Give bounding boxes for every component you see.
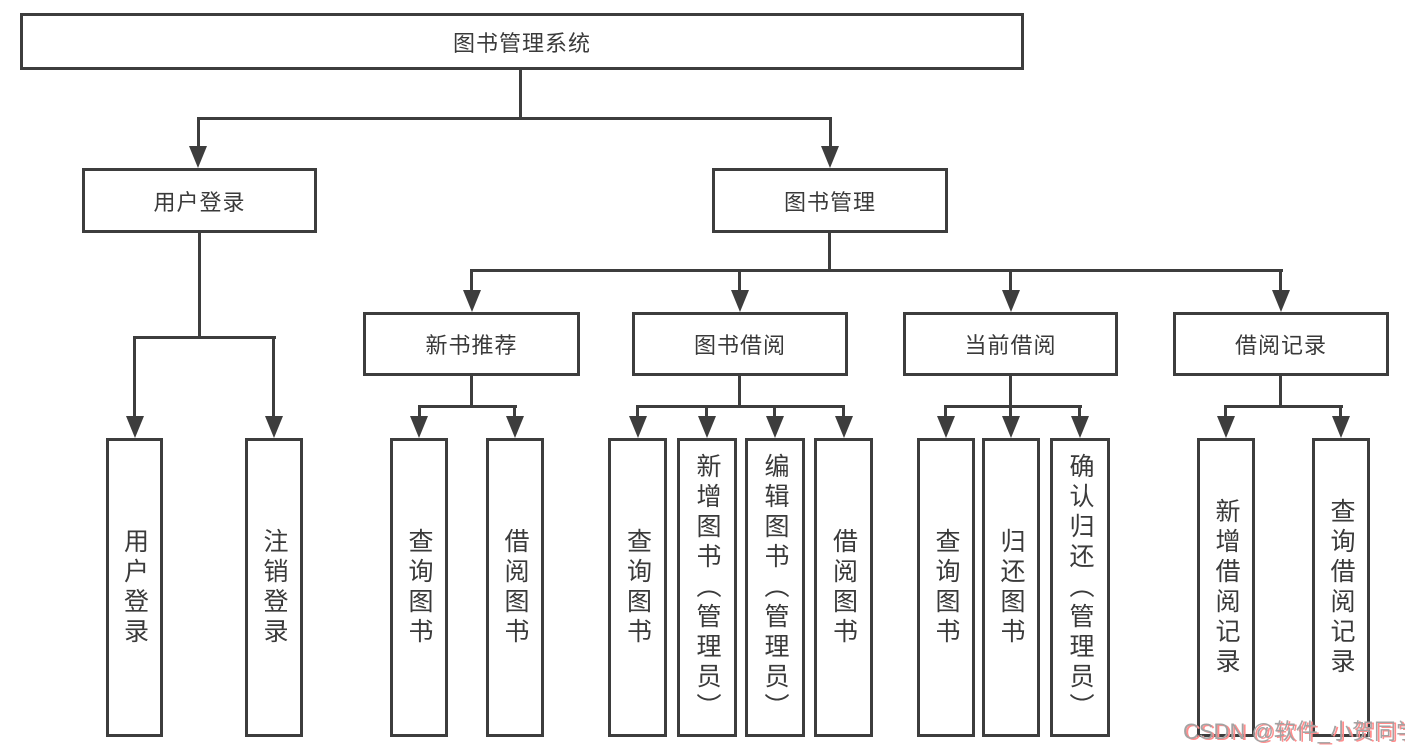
leaf-user-login: 用户登录 (106, 438, 163, 737)
connector (470, 269, 1283, 272)
node-current-borrow: 当前借阅 (903, 312, 1118, 376)
leaf-query-borrow-record-label: 查询借阅记录 (1327, 497, 1355, 678)
connector (1279, 269, 1282, 292)
arrowhead (410, 416, 428, 438)
arrowhead (1332, 416, 1350, 438)
connector (133, 336, 136, 418)
leaf-query-books-borrow-label: 查询图书 (623, 527, 652, 648)
connector (773, 405, 776, 420)
node-borrow-records: 借阅记录 (1173, 312, 1389, 376)
arrowhead (821, 146, 839, 168)
leaf-query-books-recommend: 查询图书 (390, 438, 448, 737)
connector (418, 405, 421, 420)
leaf-confirm-return-admin-label: 确认归还（管理员） (1066, 452, 1094, 723)
arrowhead (731, 290, 749, 312)
connector (945, 405, 1082, 408)
connector (513, 405, 516, 420)
connector (197, 117, 832, 120)
connector (1009, 405, 1012, 420)
arrowhead (1002, 290, 1020, 312)
leaf-query-borrow-record: 查询借阅记录 (1312, 438, 1370, 737)
leaf-edit-book-admin: 编辑图书（管理员） (745, 438, 805, 737)
connector (519, 68, 522, 120)
leaf-query-books-current: 查询图书 (917, 438, 975, 737)
leaf-logout-login: 注销登录 (245, 438, 303, 737)
connector (198, 233, 201, 339)
node-new-book-recommend-label: 新书推荐 (425, 333, 518, 358)
connector (1279, 376, 1282, 408)
connector (470, 376, 473, 408)
leaf-return-books: 归还图书 (982, 438, 1040, 737)
connector (1078, 405, 1081, 420)
node-user-login: 用户登录 (82, 168, 317, 233)
arrowhead (698, 416, 716, 438)
node-book-management-label: 图书管理 (783, 189, 876, 215)
leaf-return-books-label: 归还图书 (997, 527, 1025, 648)
connector (636, 405, 845, 408)
leaf-query-books-recommend-label: 查询图书 (405, 527, 433, 648)
arrowhead (126, 416, 144, 438)
leaf-borrow-books-borrow: 借阅图书 (814, 438, 873, 737)
leaf-add-book-admin-label: 新增图书（管理员） (693, 452, 721, 723)
arrowhead (937, 416, 955, 438)
leaf-query-books-borrow: 查询图书 (608, 438, 667, 737)
connector (418, 405, 517, 408)
leaf-borrow-books-recommend: 借阅图书 (486, 438, 544, 737)
node-book-borrow-label: 图书借阅 (693, 333, 786, 358)
arrowhead (463, 290, 481, 312)
connector (197, 117, 200, 150)
arrowhead (506, 416, 524, 438)
connector (1009, 269, 1012, 292)
leaf-query-books-current-label: 查询图书 (932, 527, 960, 648)
csdn-watermark: CSDN @软件_小贺同学 (1183, 719, 1405, 744)
connector (1225, 405, 1343, 408)
node-borrow-records-label: 借阅记录 (1234, 333, 1327, 358)
node-book-management: 图书管理 (712, 168, 948, 233)
arrowhead (265, 416, 283, 438)
leaf-edit-book-admin-label: 编辑图书（管理员） (761, 452, 789, 723)
leaf-logout-login-label: 注销登录 (260, 527, 288, 648)
arrowhead (1071, 416, 1089, 438)
node-book-borrow: 图书借阅 (632, 312, 848, 376)
connector (1339, 405, 1342, 420)
leaf-confirm-return-admin: 确认归还（管理员） (1050, 438, 1110, 737)
connector (738, 376, 741, 408)
arrowhead (1002, 416, 1020, 438)
connector (829, 117, 832, 150)
connector (636, 405, 639, 420)
arrowhead (835, 416, 853, 438)
connector (272, 336, 275, 418)
connector (842, 405, 845, 420)
connector (705, 405, 708, 420)
connector (944, 405, 947, 420)
leaf-user-login-label: 用户登录 (120, 527, 149, 648)
node-root-label: 图书管理系统 (452, 30, 591, 56)
connector (738, 269, 741, 292)
connector (828, 233, 831, 272)
leaf-borrow-books-recommend-label: 借阅图书 (501, 527, 529, 648)
leaf-add-book-admin: 新增图书（管理员） (677, 438, 737, 737)
arrowhead (629, 416, 647, 438)
leaf-add-borrow-record: 新增借阅记录 (1197, 438, 1255, 737)
node-user-login-label: 用户登录 (153, 189, 246, 215)
arrowhead (766, 416, 784, 438)
arrowhead (1272, 290, 1290, 312)
arrowhead (189, 146, 207, 168)
node-new-book-recommend: 新书推荐 (363, 312, 580, 376)
connector (133, 336, 276, 339)
connector (470, 269, 473, 292)
arrowhead (1217, 416, 1235, 438)
node-root: 图书管理系统 (20, 13, 1024, 70)
leaf-borrow-books-borrow-label: 借阅图书 (829, 527, 858, 648)
node-current-borrow-label: 当前借阅 (964, 333, 1057, 358)
leaf-add-borrow-record-label: 新增借阅记录 (1212, 497, 1240, 678)
connector (1224, 405, 1227, 420)
connector (1009, 376, 1012, 408)
